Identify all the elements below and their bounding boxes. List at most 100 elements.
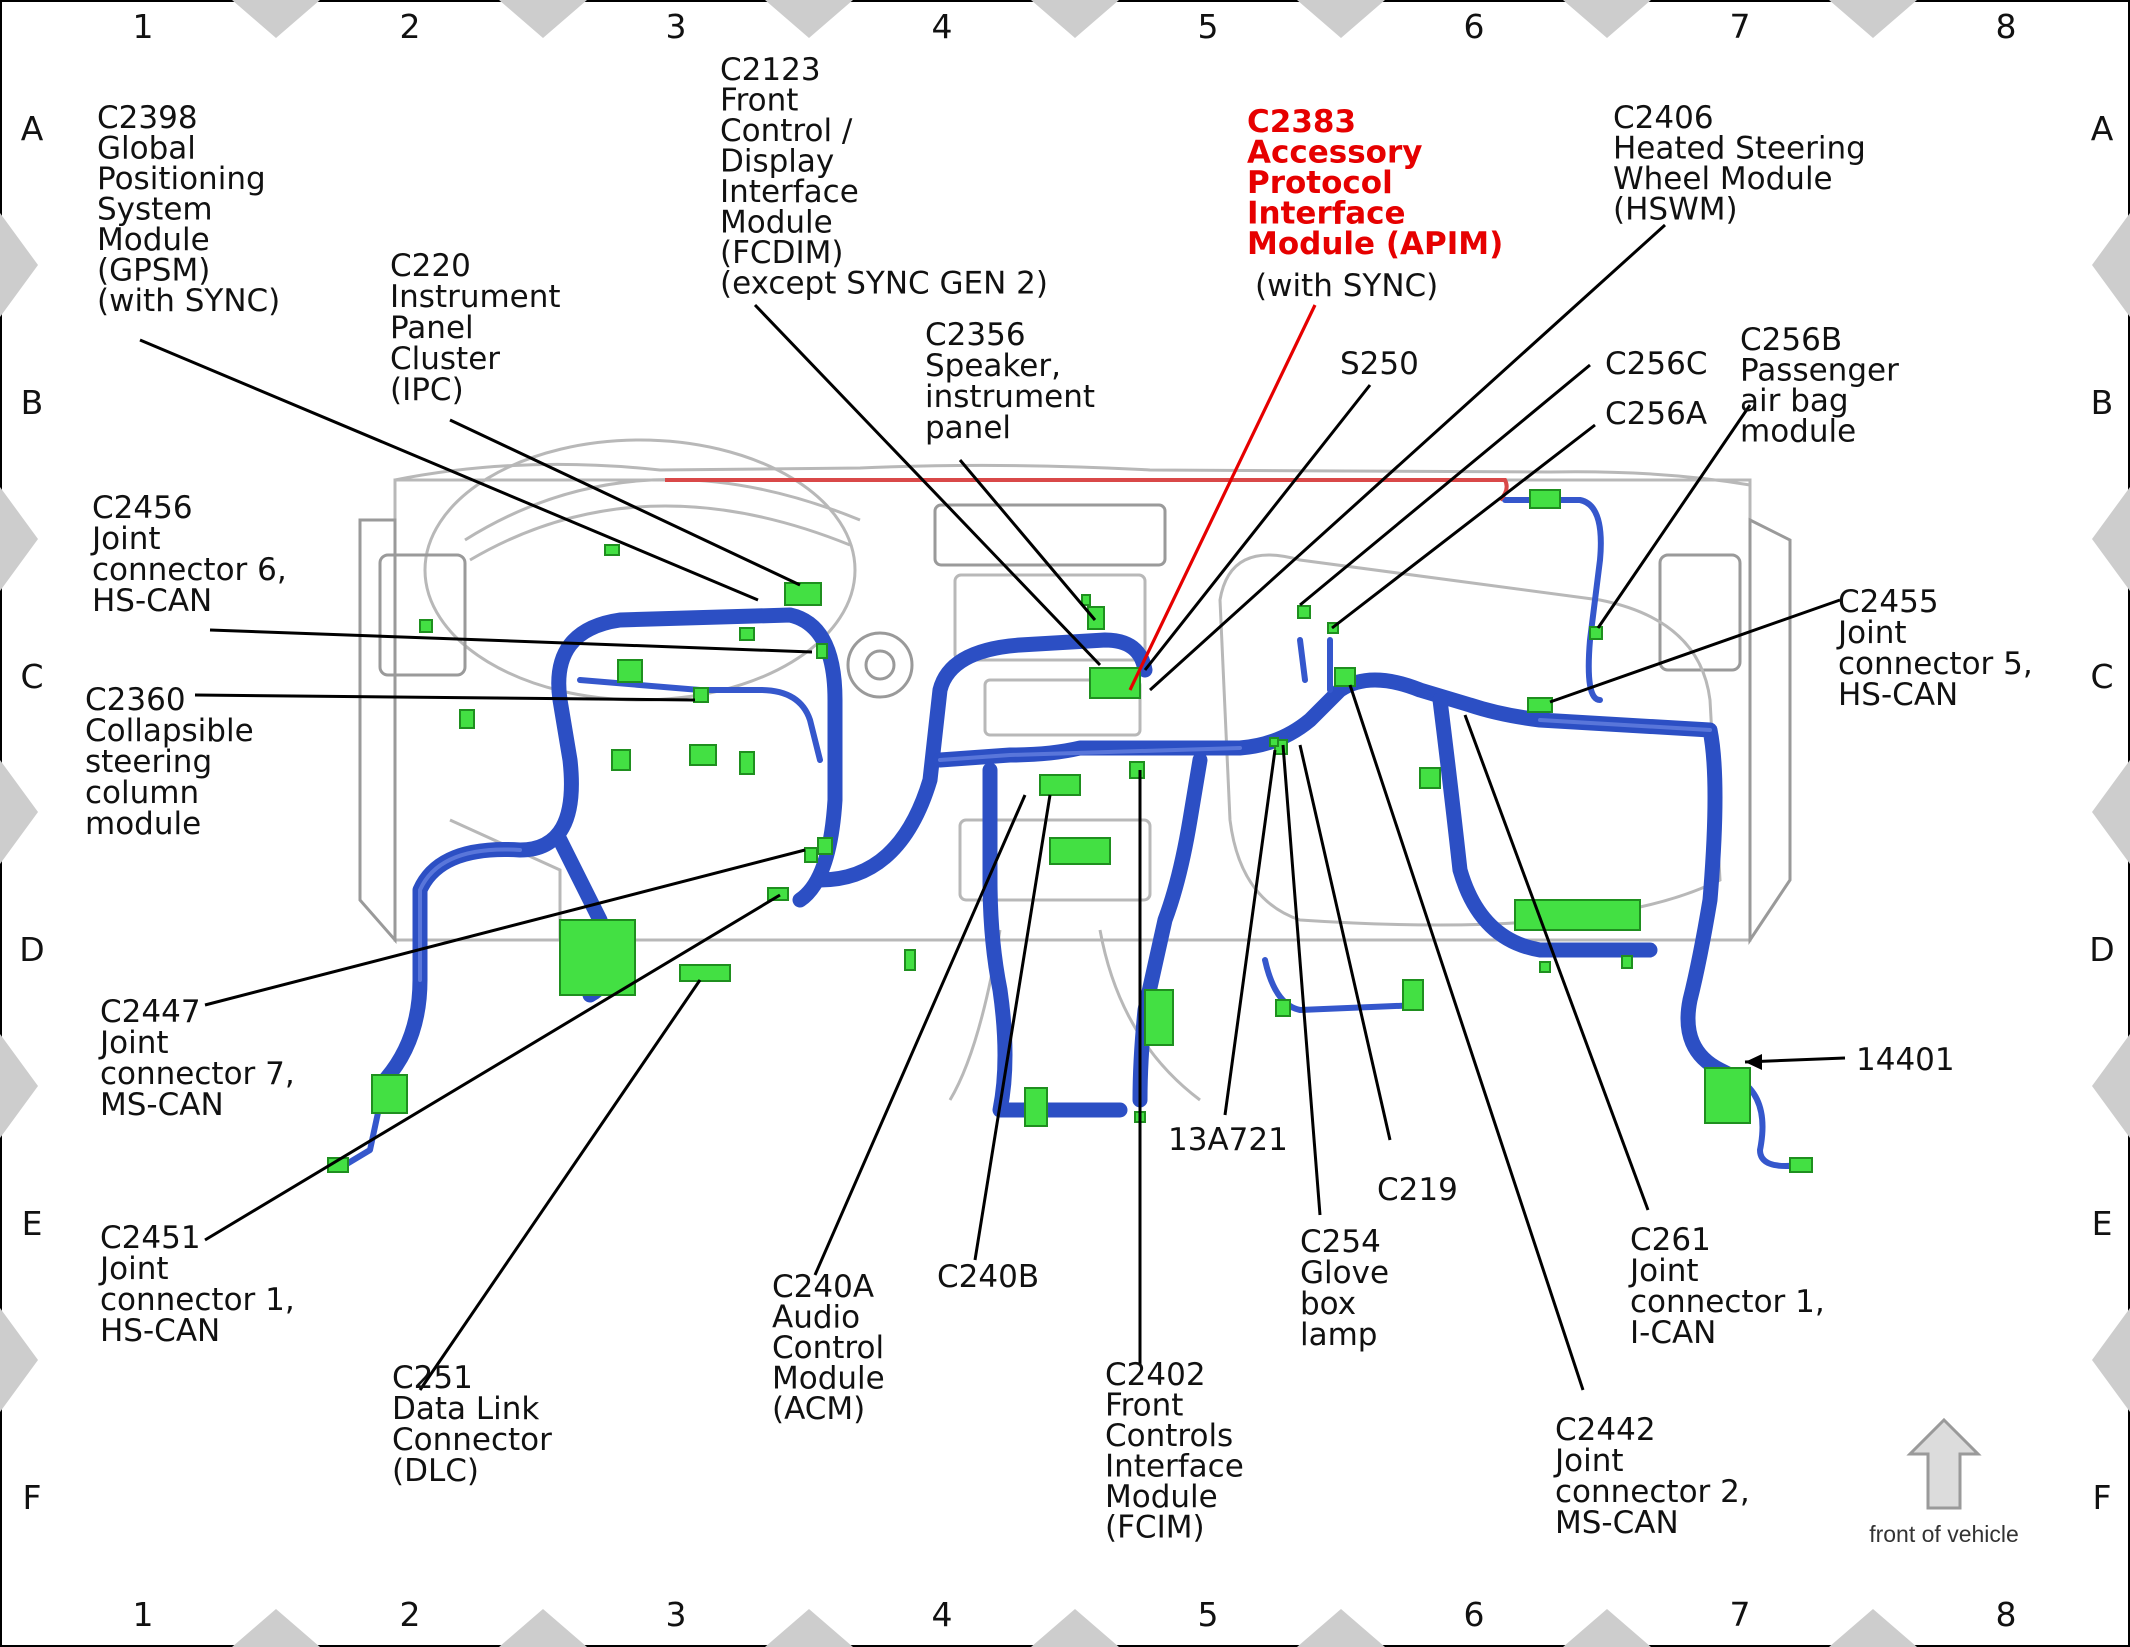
callout-line: C240A [772,1269,874,1305]
callout-line: column [85,775,199,811]
callout-line: C2383 [1247,104,1356,140]
callout-line: connector 2, [1555,1474,1750,1510]
frame-diamond [232,0,320,38]
callout-c256a: C256A [1605,396,1707,432]
row-label-left: E [22,1204,43,1243]
row-label-right: B [2091,383,2114,422]
column-label-top: 3 [666,7,687,46]
callout-line: Wheel Module [1613,161,1833,197]
row-label-left: D [19,930,44,969]
apim-note: (with SYNC) [1255,268,1438,304]
callout-text-c256a: C256A [1605,396,1707,432]
callout-line: C2455 [1838,584,1939,620]
callout-line: Instrument [390,279,561,315]
callout-line: C220 [390,248,471,284]
connector-markers [327,489,1813,1173]
callout-line: Module [720,205,833,241]
callout-line: Display [720,144,834,180]
frame-diamond [1297,1609,1385,1647]
front-of-vehicle-indicator: front of vehicle [1869,1417,2019,1547]
frame-diamond [0,213,38,317]
leader-lines [139,223,1846,1391]
callout-line: Interface [1105,1449,1244,1485]
callout-line: Control [772,1330,884,1366]
callout-line: Accessory [1247,135,1422,171]
callout-apim-note: (with SYNC) [1255,268,1438,304]
callout-line: Front [720,83,798,119]
callout-line: (GPSM) [97,253,210,289]
column-label-top: 1 [133,7,154,46]
column-label-top: 8 [1996,7,2017,46]
frame-diamond [0,487,38,591]
column-label-top: 6 [1464,7,1485,46]
callout-line: C256A [1605,396,1707,432]
callout-line: C261 [1630,1222,1711,1258]
callout-line: Controls [1105,1418,1233,1454]
callout-line: C2406 [1613,100,1714,136]
callout-line: connector 1, [100,1282,295,1318]
column-label-top: 5 [1198,7,1219,46]
callout-line: Joint [98,1251,169,1287]
callout-c219: C219 [1377,1172,1458,1208]
callout-text-s250: S250 [1340,346,1419,382]
frame-diamond [1031,0,1119,38]
callout-line: connector 6, [92,552,287,588]
frame-diamond [0,760,38,864]
callout-line: Joint [98,1025,169,1061]
callout-line: C219 [1377,1172,1458,1208]
callout-14401: 14401 [1856,1042,1955,1078]
callout-line: HS-CAN [1838,677,1958,713]
column-label-top: 4 [932,7,953,46]
column-label-bottom: 8 [1996,1595,2017,1634]
callout-line: C256B [1740,322,1842,358]
callout-text-c219: C219 [1377,1172,1458,1208]
callout-line: S250 [1340,346,1419,382]
callout-line: Panel [390,310,474,346]
callout-line: Data Link [392,1391,539,1427]
callout-line: steering [85,744,212,780]
callout-line: Interface [720,174,859,210]
frame-diamond [1829,0,1917,38]
frame-diamond [2092,1308,2130,1412]
row-label-left: A [21,109,44,148]
callout-line: C2360 [85,682,186,718]
callout-line: 14401 [1856,1042,1955,1078]
callout-line: instrument [925,379,1095,415]
wiring-harness [342,478,1803,1169]
row-label-right: E [2092,1204,2113,1243]
callout-line: (IPC) [390,372,464,408]
callout-line: Control / [720,113,853,149]
callout-line: I-CAN [1630,1315,1716,1351]
callout-line: Joint [1836,615,1907,651]
callout-line: module [85,806,201,842]
callout-line: Front [1105,1388,1183,1424]
callout-line: Connector [392,1422,552,1458]
callout-line: Positioning [97,161,266,197]
callout-line: Module [97,222,210,258]
callout-line: Speaker, [925,348,1061,384]
callout-line: Glove [1300,1255,1389,1291]
up-arrow-icon [1906,1417,1982,1510]
callout-line: (ACM) [772,1391,865,1427]
column-label-bottom: 4 [932,1595,953,1634]
frame-diamond [2092,760,2130,864]
